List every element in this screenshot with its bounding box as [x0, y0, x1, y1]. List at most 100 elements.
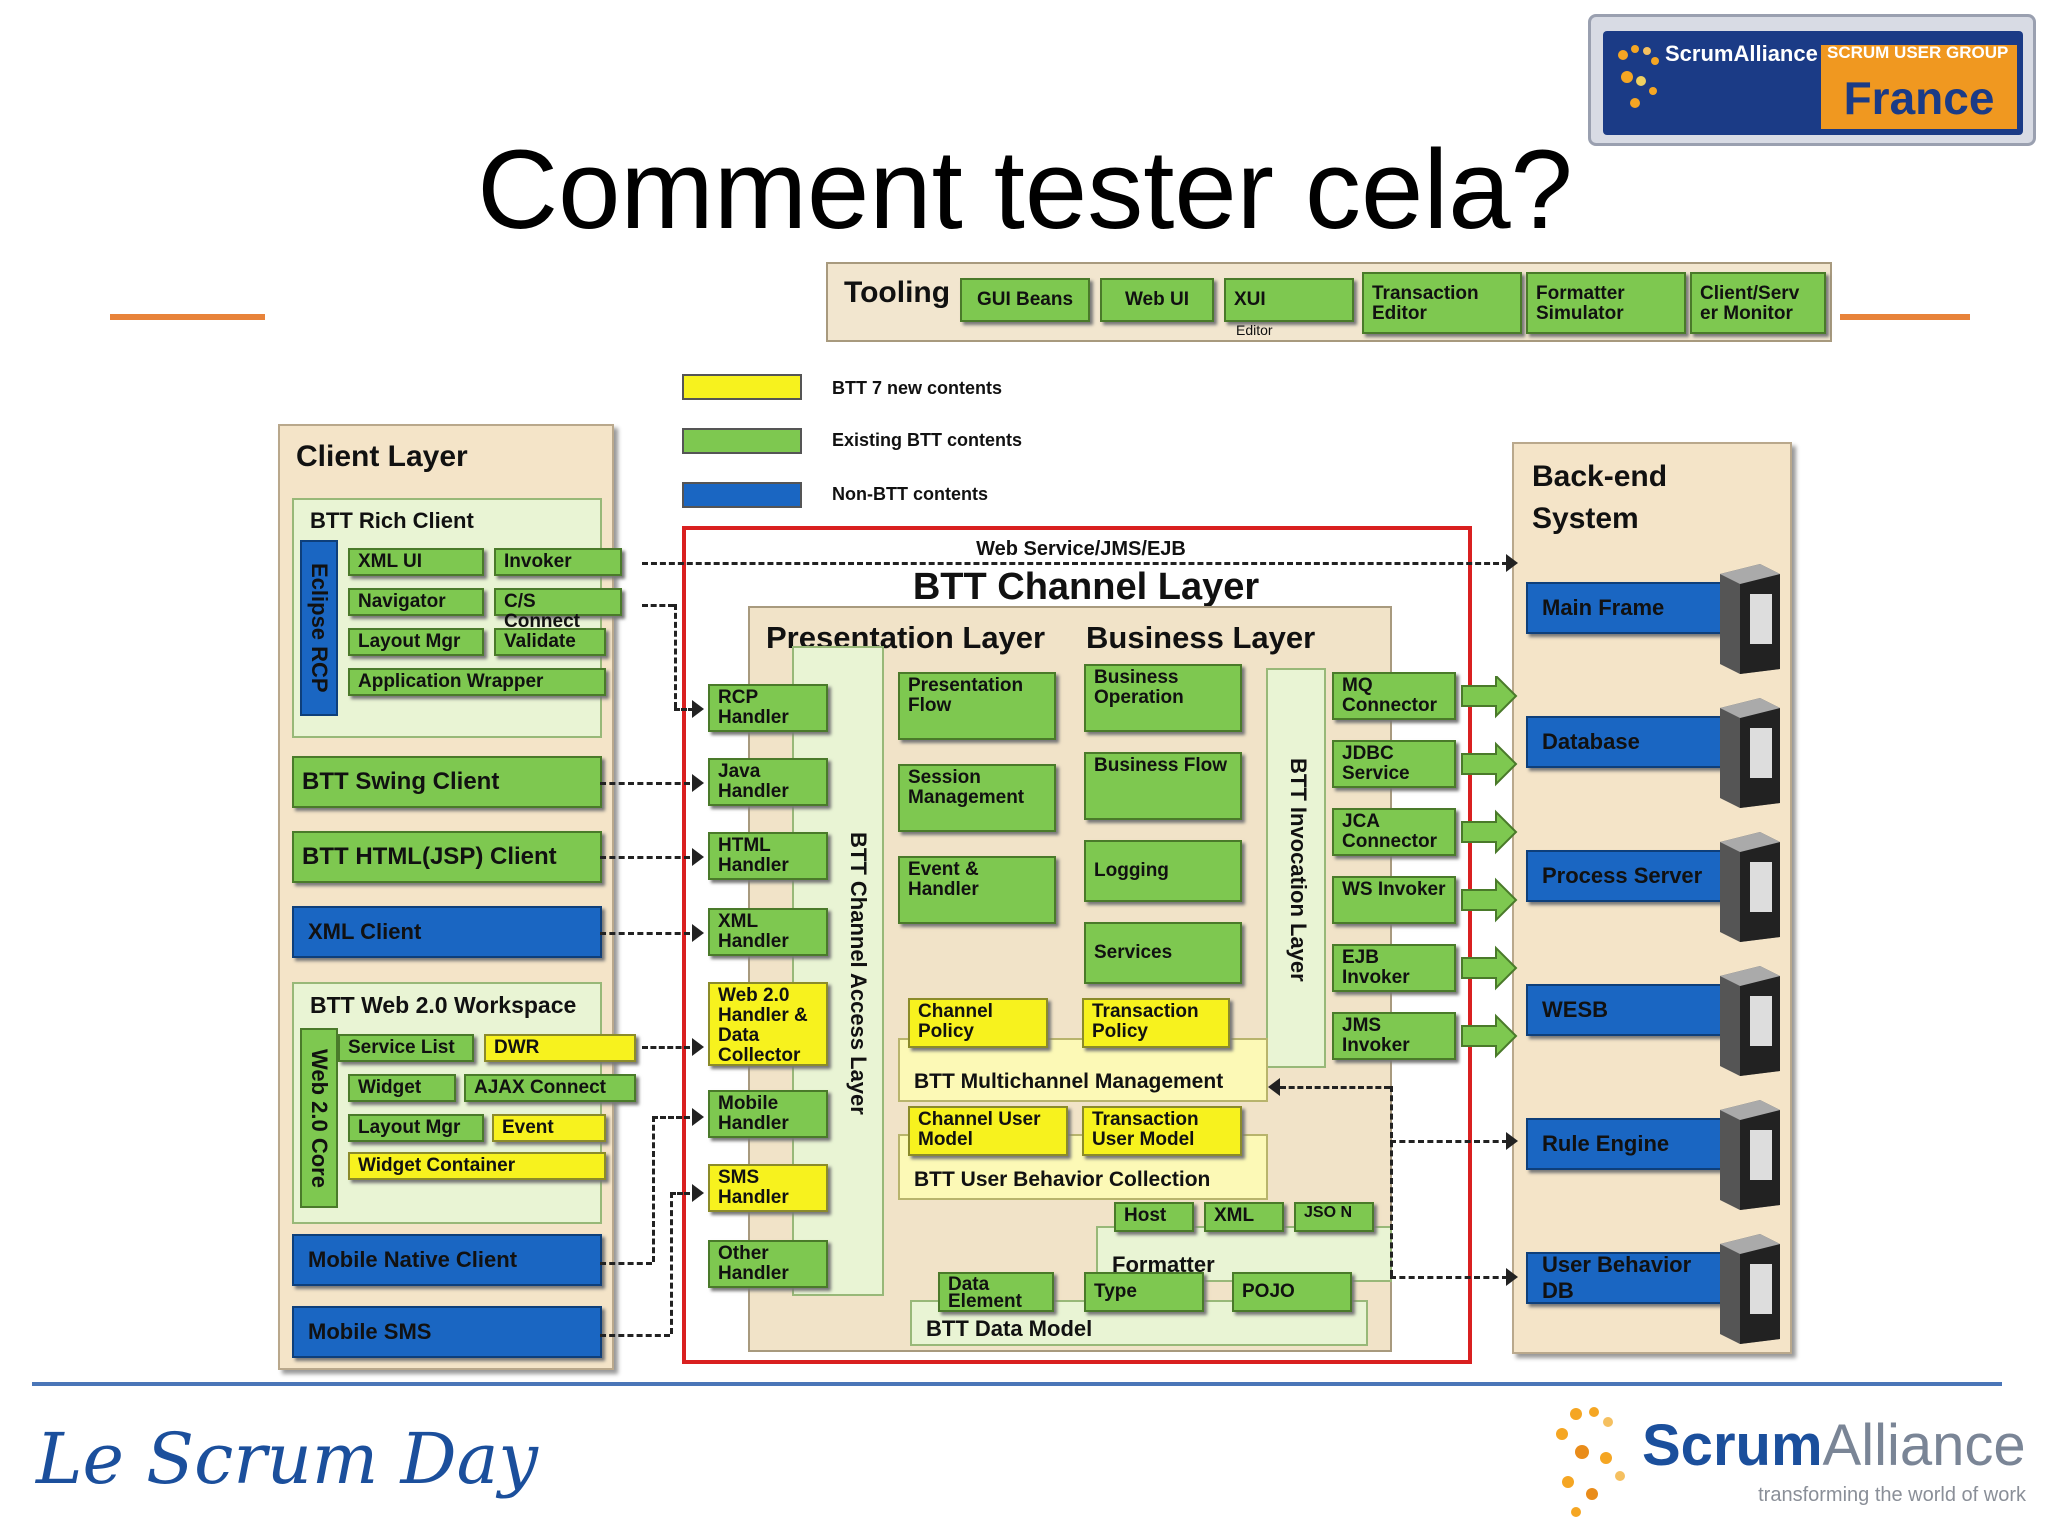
arrow-head-icon	[692, 700, 704, 718]
server-icon	[1720, 966, 1780, 1076]
invocation-layer-label: BTT Invocation Layer	[1286, 758, 1311, 982]
legend-label-non-btt: Non-BTT contents	[832, 484, 988, 504]
web20-service-list: Service List	[338, 1034, 474, 1062]
btt-web20-workspace: BTT Web 2.0 Workspace Web 2.0 Core Servi…	[292, 982, 636, 1224]
handler-html: HTML Handler	[708, 832, 828, 880]
web20-title: BTT Web 2.0 Workspace	[310, 992, 577, 1018]
tooling-gui-beans: GUI Beans	[960, 278, 1090, 322]
session-management: Session Management	[898, 764, 1056, 832]
xml-client: XML Client	[292, 906, 602, 958]
badge-group: SCRUM USER GROUP	[1827, 43, 2009, 62]
footer-tagline: transforming the world of work	[1758, 1484, 2026, 1506]
channel-title: BTT Channel Layer	[912, 566, 1260, 608]
handler-sms: SMS Handler	[708, 1164, 828, 1212]
backend-system: Back-end System Main Frame Database Proc…	[1512, 442, 1792, 1354]
scrum-alliance-dots-icon	[1618, 45, 1659, 108]
tooling-client-server-monitor: Client/Serv er Monitor	[1690, 272, 1826, 334]
connector-user-behavior-db	[1390, 1276, 1508, 1279]
arrow-head-icon	[1506, 1268, 1518, 1286]
footer-scrum-day: Le Scrum Day	[36, 1418, 538, 1500]
btt-channel-layer: Web Service/JMS/EJB BTT Channel Layer Pr…	[682, 526, 1472, 1364]
web20-dwr: DWR	[484, 1034, 636, 1062]
tooling-label: Tooling	[844, 276, 951, 309]
tooling-formatter-simulator: Formatter Simulator	[1526, 272, 1686, 334]
handler-java: Java Handler	[708, 758, 828, 806]
tooling-xui: XUI	[1224, 278, 1354, 322]
arrow-head-icon	[1506, 1132, 1518, 1150]
user-behavior-title: BTT User Behavior Collection	[914, 1168, 1211, 1191]
backend-user-behavior-db: User Behavior DB	[1526, 1252, 1736, 1304]
web20-core-label: Web 2.0 Core	[300, 1028, 338, 1208]
formatter-json: JSO N	[1294, 1202, 1374, 1232]
arrow-head-icon	[1506, 554, 1518, 572]
handler-mobile: Mobile Handler	[708, 1090, 828, 1138]
web20-ajax-connect: AJAX Connect	[464, 1074, 636, 1102]
scrum-user-group-badge: ScrumAlliance SCRUM USER GROUP France	[1588, 14, 2036, 146]
backend-database: Database	[1526, 716, 1736, 768]
data-type: Type	[1084, 1272, 1204, 1312]
connector-csconnect	[642, 604, 674, 607]
arrow-head-icon	[692, 848, 704, 866]
business-operation: Business Operation	[1084, 664, 1242, 732]
channel-user-model: Channel User Model	[908, 1106, 1068, 1156]
formatter-host: Host	[1114, 1202, 1194, 1232]
server-icon	[1720, 1234, 1780, 1344]
connector-web20	[642, 1046, 690, 1049]
server-icon	[1720, 564, 1780, 674]
handler-web20: Web 2.0 Handler & Data Collector	[708, 982, 828, 1066]
connector-rule-engine	[1390, 1140, 1508, 1143]
data-model-title: BTT Data Model	[926, 1316, 1093, 1341]
legend-swatch-existing	[682, 428, 802, 454]
event-handler: Event & Handler	[898, 856, 1056, 924]
server-icon	[1720, 832, 1780, 942]
presentation-flow: Presentation Flow	[898, 672, 1056, 740]
eclipse-rcp-label: Eclipse RCP	[300, 540, 338, 716]
multichannel-management: BTT Multichannel Management	[898, 1038, 1268, 1102]
handler-rcp: RCP Handler	[708, 684, 828, 732]
rich-cs-connect: C/S Connect	[494, 588, 622, 632]
channel-policy: Channel Policy	[908, 998, 1048, 1048]
legend-label-new: BTT 7 new contents	[832, 378, 1003, 398]
rich-application-wrapper: Application Wrapper	[348, 668, 606, 696]
server-icon	[1720, 1100, 1780, 1210]
tooling-bar: Tooling GUI Beans Web UI XUI Editor Tran…	[826, 262, 1832, 342]
channel-top-label: Web Service/JMS/EJB	[976, 538, 1186, 560]
invoker-jca: JCA Connector	[1332, 808, 1456, 856]
multichannel-title: BTT Multichannel Management	[914, 1070, 1224, 1093]
connector-multichannel	[1280, 1086, 1390, 1089]
invoker-jms: JMS Invoker	[1332, 1012, 1456, 1060]
connector-csconnect-to-rcp	[674, 708, 694, 711]
mobile-native-client: Mobile Native Client	[292, 1234, 602, 1286]
badge-brand: ScrumAlliance	[1665, 41, 1818, 66]
invoker-arrows	[1461, 676, 1518, 1059]
formatter-xml: XML	[1204, 1202, 1284, 1232]
services: Services	[1084, 922, 1242, 984]
transaction-user-model: Transaction User Model	[1082, 1106, 1242, 1156]
invoker-mq: MQ Connector	[1332, 672, 1456, 720]
data-element: Data Element	[938, 1272, 1054, 1312]
connector-backend-vertical	[1390, 1086, 1393, 1276]
legend-swatch-non-btt	[682, 482, 802, 508]
transaction-policy: Transaction Policy	[1082, 998, 1230, 1048]
handler-xml: XML Handler	[708, 908, 828, 956]
rich-xml-ui: XML UI	[348, 548, 484, 576]
invoker-jdbc: JDBC Service	[1332, 740, 1456, 788]
web20-event: Event	[492, 1114, 606, 1142]
invoker-ws: WS Invoker	[1332, 876, 1456, 924]
arrow-head-icon	[692, 1184, 704, 1202]
access-layer-label: BTT Channel Access Layer	[846, 831, 871, 1115]
arrow-head-left-icon	[1268, 1078, 1280, 1096]
footer-brand: ScrumAlliance	[1642, 1412, 2026, 1479]
connector-mobile-handler	[652, 1116, 690, 1119]
invoker-ejb: EJB Invoker	[1332, 944, 1456, 992]
legend-swatch-new	[682, 374, 802, 400]
badge-background: ScrumAlliance SCRUM USER GROUP France	[1603, 31, 2023, 135]
connector-mobile-native-up	[652, 1116, 655, 1262]
backend-title: Back-end System	[1532, 460, 1668, 535]
rich-validate: Validate	[494, 628, 606, 656]
backend-main-frame: Main Frame	[1526, 582, 1736, 634]
legend-label-existing: Existing BTT contents	[832, 430, 1023, 450]
backend-wesb: WESB	[1526, 984, 1736, 1036]
data-pojo: POJO	[1232, 1272, 1352, 1312]
server-icon	[1720, 698, 1780, 808]
